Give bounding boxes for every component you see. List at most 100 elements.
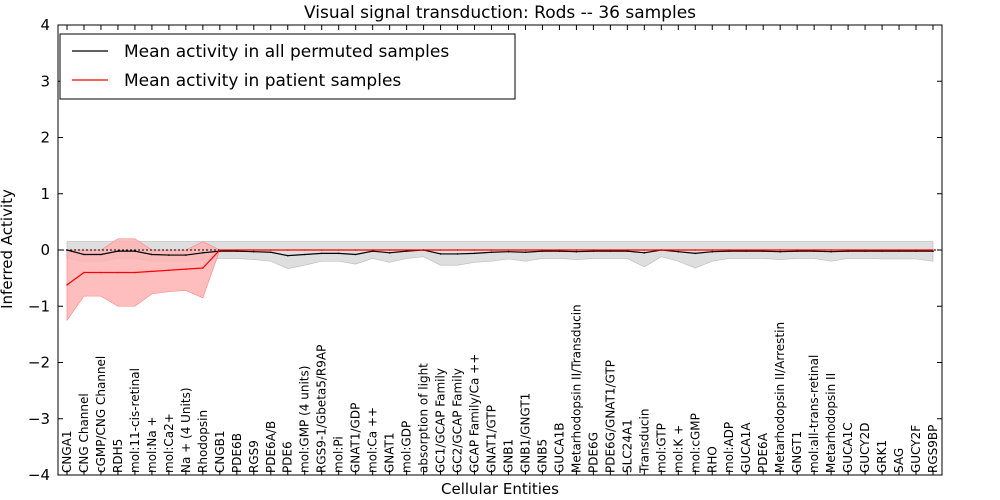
point-series-1 (660, 249, 663, 251)
point-series-0 (915, 250, 917, 252)
point-series-1 (626, 249, 629, 251)
point-series-0 (507, 250, 510, 253)
point-series-0 (711, 250, 714, 253)
point-series-1 (711, 249, 714, 251)
x-category-label: GNAT1/GDP (349, 403, 363, 473)
x-category-label: RDH5 (111, 439, 125, 473)
x-category-label: PDE6A (756, 432, 770, 473)
point-series-0 (932, 250, 934, 252)
point-series-0 (558, 250, 561, 252)
x-category-label: mol:Na + (145, 416, 159, 473)
point-series-1 (439, 249, 442, 251)
point-series-1 (881, 249, 883, 251)
y-tick-label: 3 (40, 72, 50, 90)
x-category-label: SLC24A1 (620, 419, 634, 473)
x-category-label: CNG Channel (77, 393, 91, 473)
x-category-label: Metarhodopsin II (824, 373, 838, 473)
y-tick-label: −1 (28, 297, 50, 315)
x-category-label: mol:cGMP (688, 413, 702, 473)
x-category-label: RGS9 (247, 440, 261, 473)
legend-label-permuted: Mean activity in all permuted samples (124, 42, 449, 62)
y-tick-label: −3 (28, 410, 50, 428)
point-series-1 (134, 271, 136, 274)
point-series-0 (677, 250, 680, 253)
point-series-1 (473, 249, 476, 251)
x-axis-title: Cellular Entities (441, 480, 559, 498)
point-series-0 (83, 253, 85, 256)
point-series-0 (609, 250, 612, 252)
point-series-0 (405, 250, 408, 252)
y-tick-label: 2 (40, 129, 50, 147)
point-series-0 (371, 250, 374, 252)
x-category-label: mol:Ca2+ (162, 413, 176, 473)
x-category-label: Metarhodopsin II/Arrestin (773, 322, 787, 473)
point-series-1 (185, 268, 187, 270)
point-series-1 (507, 249, 510, 251)
legend: Mean activity in all permuted samples Me… (59, 33, 516, 100)
x-category-label: GRK1 (875, 440, 889, 473)
point-series-0 (456, 253, 459, 255)
line-series-0 (66, 249, 933, 257)
point-series-0 (592, 250, 595, 252)
x-category-label: Na + (4 Units) (179, 387, 193, 473)
point-series-0 (796, 250, 798, 252)
x-category-label: Metarhodopsin II/Transducin (569, 304, 583, 473)
x-category-label: GNGT1 (790, 431, 804, 473)
x-category-label: GNAT1/GTP (485, 405, 499, 473)
point-series-0 (473, 252, 476, 255)
point-series-0 (303, 253, 306, 256)
point-series-0 (100, 253, 102, 256)
point-series-0 (541, 250, 544, 252)
point-series-1 (728, 249, 731, 251)
point-series-0 (185, 254, 187, 256)
point-series-1 (490, 249, 493, 251)
x-category-label: PDE6G (586, 432, 600, 473)
x-category-label: SAG (892, 448, 906, 473)
x-category-label: CNGA1 (60, 431, 74, 474)
point-series-1 (83, 271, 85, 274)
chart-title: Visual signal transduction: Rods -- 36 s… (304, 3, 696, 23)
x-category-label: CNGB1 (213, 430, 227, 473)
point-series-1 (388, 249, 391, 251)
point-series-1 (677, 249, 680, 251)
point-series-0 (881, 250, 883, 252)
point-series-1 (932, 249, 934, 251)
point-series-0 (643, 252, 646, 254)
point-series-0 (524, 251, 527, 254)
x-category-label: GNB5 (535, 439, 549, 473)
x-category-label: GC1/GCAP Family (434, 368, 448, 473)
point-series-1 (575, 249, 578, 251)
point-series-0 (864, 250, 866, 252)
x-category-label: GUCY2F (909, 425, 923, 473)
point-series-1 (320, 249, 323, 251)
point-series-0 (694, 252, 697, 255)
point-series-0 (151, 253, 153, 256)
point-series-1 (303, 249, 306, 251)
x-category-label: GNAT1 (383, 432, 397, 473)
point-series-0 (490, 251, 493, 254)
point-series-0 (236, 250, 238, 252)
point-series-1 (830, 249, 832, 251)
x-category-label: mol:ADP (722, 422, 736, 473)
x-category-label: PDE6 (281, 441, 295, 473)
point-series-1 (813, 249, 815, 251)
point-series-1 (371, 249, 374, 251)
point-series-1 (694, 249, 697, 251)
point-series-0 (202, 252, 204, 254)
series-lines (66, 249, 934, 286)
point-series-1 (252, 249, 255, 251)
y-tick-label: −2 (28, 354, 50, 372)
x-category-label: PDE6G/GNAT1/GTP (603, 360, 617, 473)
point-series-1 (219, 249, 221, 251)
point-series-1 (337, 249, 340, 251)
point-series-1 (151, 270, 153, 273)
x-category-label: mol:Ca ++ (366, 407, 380, 473)
x-category-label: GUCA1B (552, 422, 566, 473)
x-category-label: Transducin (637, 409, 651, 474)
y-tick-label: 0 (40, 241, 50, 259)
point-series-0 (745, 250, 748, 252)
point-series-0 (286, 254, 289, 257)
x-category-label: GC2/GCAP Family (451, 368, 465, 473)
